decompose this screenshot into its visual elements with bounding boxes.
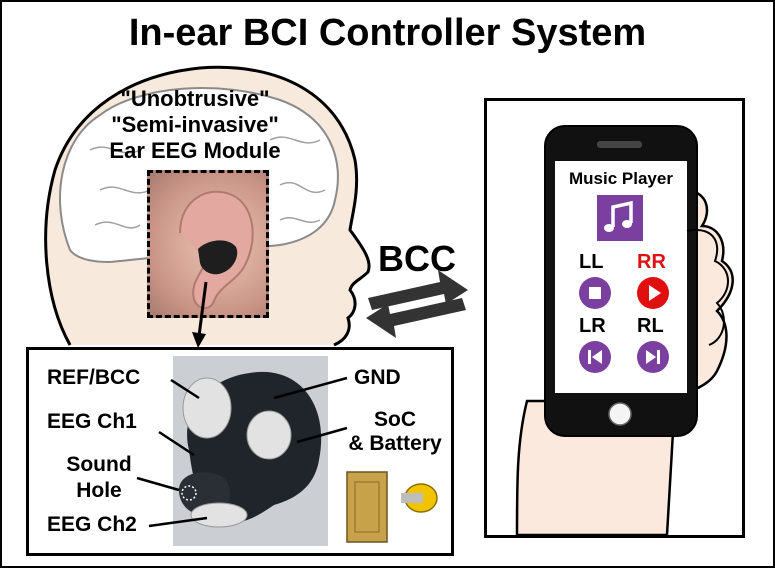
stop-button[interactable] bbox=[579, 277, 611, 309]
label-ref-bcc: REF/BCC bbox=[47, 366, 141, 389]
bcc-label: BCC bbox=[378, 238, 456, 279]
app-title: Music Player bbox=[569, 169, 673, 188]
label-sound: Sound bbox=[66, 453, 132, 476]
music-note-icon bbox=[604, 200, 633, 232]
label-sound-hole: Sound Hole bbox=[51, 452, 147, 504]
play-icon bbox=[649, 285, 661, 301]
stop-icon bbox=[589, 287, 601, 299]
skip-back-icon bbox=[588, 350, 602, 364]
label-soc: SoC bbox=[374, 408, 416, 431]
earpiece-panel: REF/BCC GND EEG Ch1 SoC & Battery Sound … bbox=[26, 347, 454, 556]
module-label-line-3: Ear EEG Module bbox=[109, 138, 281, 163]
earpiece-illustration bbox=[136, 356, 438, 546]
label-eeg-ch2: EEG Ch2 bbox=[47, 513, 137, 536]
skip-back-button[interactable] bbox=[579, 341, 611, 373]
control-label-rl: RL bbox=[637, 315, 664, 337]
control-label-rr: RR bbox=[637, 251, 666, 273]
label-gnd: GND bbox=[354, 366, 401, 389]
control-label-ll: LL bbox=[579, 251, 604, 273]
label-hole: Hole bbox=[76, 479, 122, 502]
control-label-lr: LR bbox=[579, 315, 606, 337]
hand bbox=[515, 189, 734, 535]
arrow-left bbox=[366, 298, 466, 338]
skip-forward-icon bbox=[646, 350, 660, 364]
play-button[interactable] bbox=[637, 277, 669, 309]
ear-illustration bbox=[179, 190, 254, 310]
module-label-line-2: "Semi-invasive" bbox=[111, 112, 279, 137]
label-soc-battery: SoC & Battery bbox=[339, 408, 451, 456]
music-app-icon[interactable] bbox=[597, 195, 643, 241]
hand-phone-illustration bbox=[515, 125, 734, 535]
arrow-right bbox=[368, 270, 468, 310]
label-battery: & Battery bbox=[348, 432, 442, 455]
module-label: "Unobtrusive" "Semi-invasive" Ear EEG Mo… bbox=[80, 86, 310, 164]
module-label-line-1: "Unobtrusive" bbox=[120, 86, 270, 111]
skip-forward-button[interactable] bbox=[637, 341, 669, 373]
label-eeg-ch1: EEG Ch1 bbox=[47, 410, 137, 433]
ear-photo bbox=[147, 170, 269, 318]
phone-panel: Music Player LL RR LR RL bbox=[484, 98, 745, 538]
page-title: In-ear BCI Controller System bbox=[128, 12, 647, 54]
